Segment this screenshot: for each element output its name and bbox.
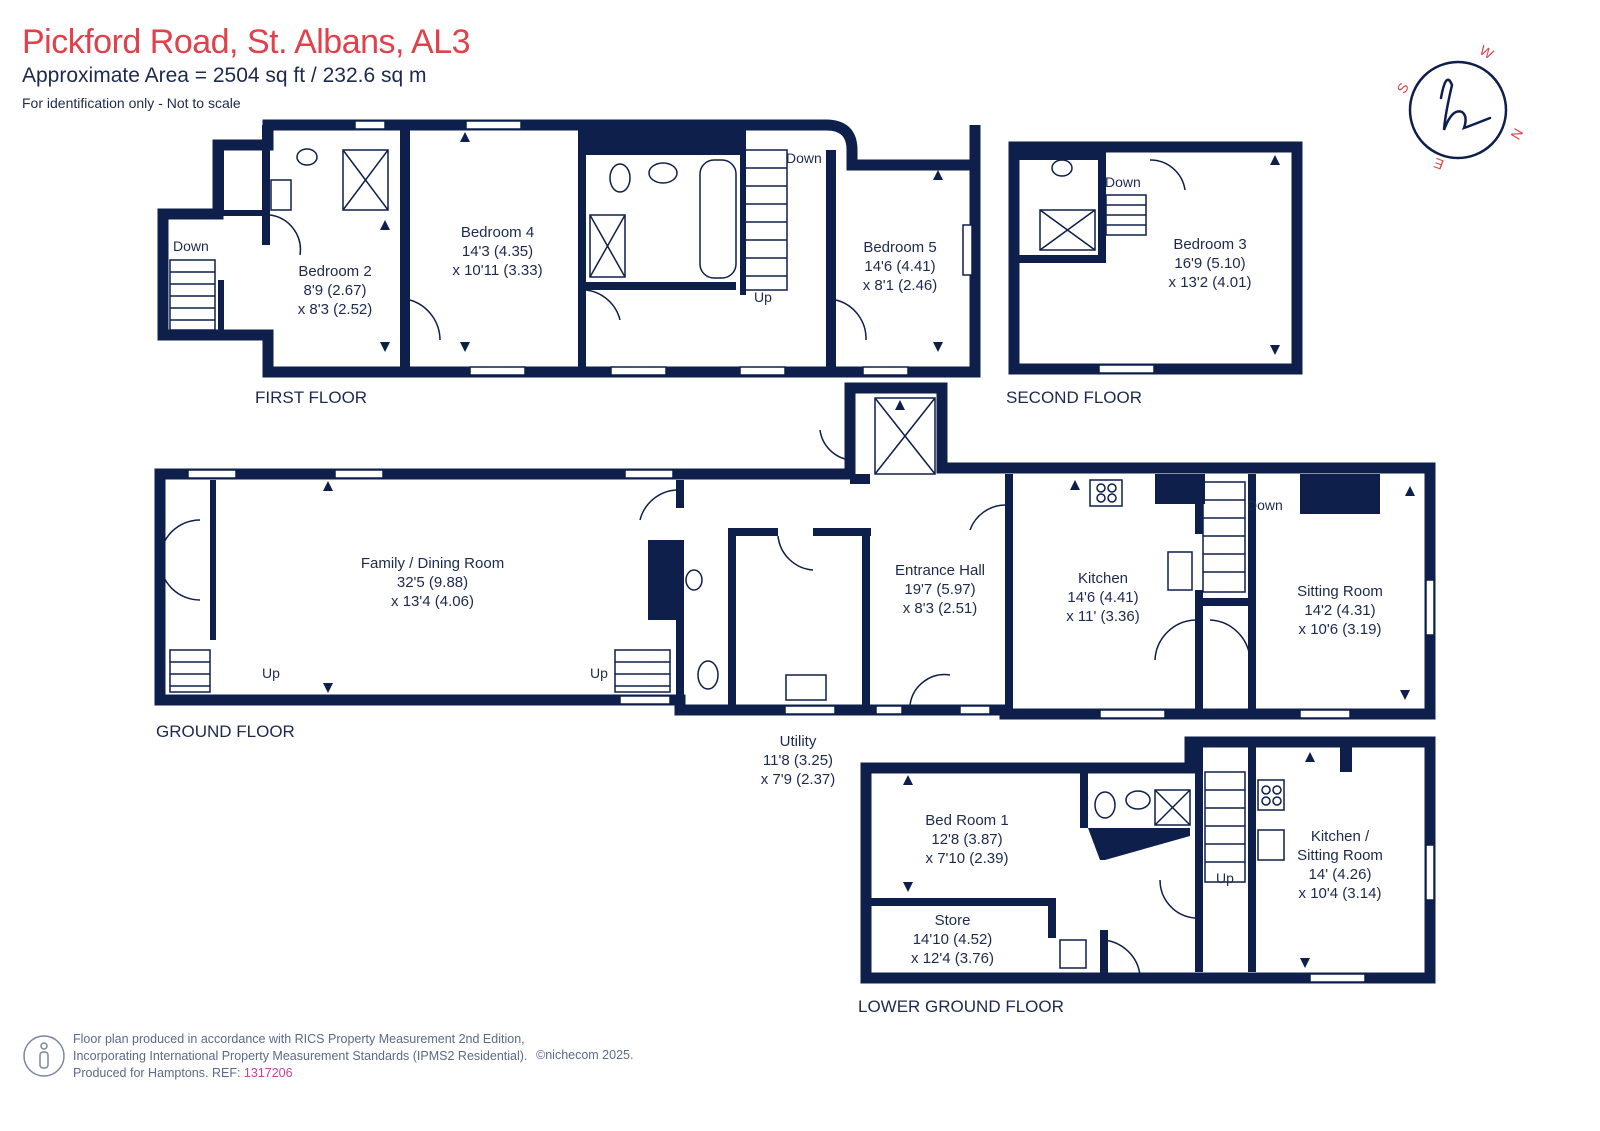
room-store: Store 14'10 (4.52) x 12'4 (3.76) [900,911,1005,968]
compass-logo [1408,60,1508,160]
room-dimension: x 11' (3.36) [1066,608,1140,625]
room-kitchen-sitting: Kitchen / Sitting Room 14' (4.26) x 10'4… [1285,827,1395,903]
room-name: Family / Dining Room [360,555,505,572]
info-icon [23,1035,65,1077]
room-name: Utility [779,733,817,750]
second-floor-plan [1008,141,1303,375]
stair-label-down: Down [1105,174,1141,190]
room-dimension: 14'6 (4.41) [864,258,936,275]
room-utility: Utility 11'8 (3.25) x 7'9 (2.37) [748,732,848,789]
first-floor-walls [218,125,836,375]
room-dimension: x 8'1 (2.46) [862,277,938,294]
lower-ground-floor-walls [866,742,1352,975]
plan-disclaimer: For identification only - Not to scale [22,95,241,111]
ground-floor-fixtures [159,397,1251,706]
footer-line-2: Incorporating International Property Mea… [73,1049,528,1063]
room-bedroom-5: Bedroom 5 14'6 (4.41) x 8'1 (2.46) [845,238,955,295]
room-dimension: x 12'4 (3.76) [911,950,994,967]
ground-floor-windows [187,469,1435,719]
stair-label-down: Down [1247,497,1283,513]
room-name: Entrance Hall [894,562,986,579]
room-dimension: x 7'9 (2.37) [760,771,836,788]
lower-ground-floor-plan [860,736,1436,984]
room-dimension: 12'8 (3.87) [931,831,1003,848]
floor-label-ground: GROUND FLOOR [156,722,295,741]
room-name: Sitting Room [1297,583,1383,600]
footer-credit: ©nichecom 2025. [536,1048,634,1062]
plan-header: Pickford Road, St. Albans, AL3 Approxima… [22,22,471,116]
room-dimension: x 8'3 (2.51) [902,600,978,617]
stair-label-up: Up [1216,870,1234,886]
room-dimension: 14'6 (4.41) [1067,589,1139,606]
floor-label-second: SECOND FLOOR [1006,388,1143,407]
room-bed-room-1: Bed Room 1 12'8 (3.87) x 7'10 (2.39) [912,811,1022,868]
stair-label-up: Up [754,289,772,305]
plan-title: Pickford Road, St. Albans, AL3 [22,23,471,61]
room-dimension: x 13'4 (4.06) [391,593,474,610]
room-name: Kitchen [1077,570,1129,587]
room-dimension: 14' (4.26) [1308,866,1372,883]
footer-produced: Produced for Hamptons. REF: [73,1066,241,1080]
stair-label-up: Up [590,665,608,681]
room-dimension: 16'9 (5.10) [1174,255,1246,272]
ground-floor-walls [210,474,1380,714]
first-floor-fixtures [169,148,867,341]
room-dimension: x 10'6 (3.19) [1298,621,1382,638]
room-name: Kitchen / [1310,828,1370,845]
footer-line-3: Produced for Hamptons. REF: 1317206 [73,1065,527,1082]
room-entrance-hall: Entrance Hall 19'7 (5.97) x 8'3 (2.51) [885,561,995,618]
room-dimension: x 10'11 (3.33) [452,262,543,279]
room-dimension: 19'7 (5.97) [904,581,976,598]
room-kitchen: Kitchen 14'6 (4.41) x 11' (3.36) [1053,569,1153,626]
room-bedroom-3: Bedroom 3 16'9 (5.10) x 13'2 (4.01) [1155,235,1265,292]
room-name: Bed Room 1 [925,812,1009,829]
stair-label-up: Up [262,665,280,681]
ground-floor-plan [154,382,1436,720]
room-dimension: 14'3 (4.35) [461,243,534,260]
lower-ground-fixtures [1059,771,1285,976]
room-dimension: 14'10 (4.52) [912,931,993,948]
footer-notes: Floor plan produced in accordance with R… [73,1031,527,1082]
room-dimension: 8'9 (2.67) [303,282,367,299]
first-floor-stairs [169,149,788,331]
room-dimension: 11'8 (3.25) [762,752,834,769]
lower-ground-windows [1309,844,1435,983]
room-name: Bedroom 4 [460,224,535,241]
floor-label-lower-ground: LOWER GROUND FLOOR [858,997,1064,1016]
stair-label-down: Down [786,150,822,166]
room-bedroom-4: Bedroom 4 14'3 (4.35) x 10'11 (3.33) [435,223,560,280]
room-dimension: x 8'3 (2.52) [297,301,373,318]
room-dimension: x 7'10 (2.39) [925,850,1009,867]
footer-ref: 1317206 [243,1066,293,1080]
room-name: Bedroom 2 [298,263,372,280]
floor-label-first: FIRST FLOOR [255,388,368,407]
room-name: Bedroom 3 [1173,236,1247,253]
room-name-line2: Sitting Room [1297,847,1383,864]
room-dimension: 14'2 (4.31) [1304,602,1376,619]
dimension-markers [323,132,1415,968]
room-dimension: x 13'2 (4.01) [1168,274,1252,291]
room-bedroom-2: Bedroom 2 8'9 (2.67) x 8'3 (2.52) [280,262,390,319]
footer-line-1: Floor plan produced in accordance with R… [73,1032,525,1046]
plan-area: Approximate Area = 2504 sq ft / 232.6 sq… [22,64,427,87]
stair-label-down: Down [173,238,209,254]
room-family-dining: Family / Dining Room 32'5 (9.88) x 13'4 … [350,554,515,611]
room-sitting-room: Sitting Room 14'2 (4.31) x 10'6 (3.19) [1285,582,1395,639]
room-dimension: x 10'4 (3.14) [1298,885,1382,902]
room-name: Bedroom 5 [863,239,937,256]
first-floor-windows [354,120,973,376]
room-name: Store [934,912,971,929]
room-dimension: 32'5 (9.88) [396,574,469,591]
